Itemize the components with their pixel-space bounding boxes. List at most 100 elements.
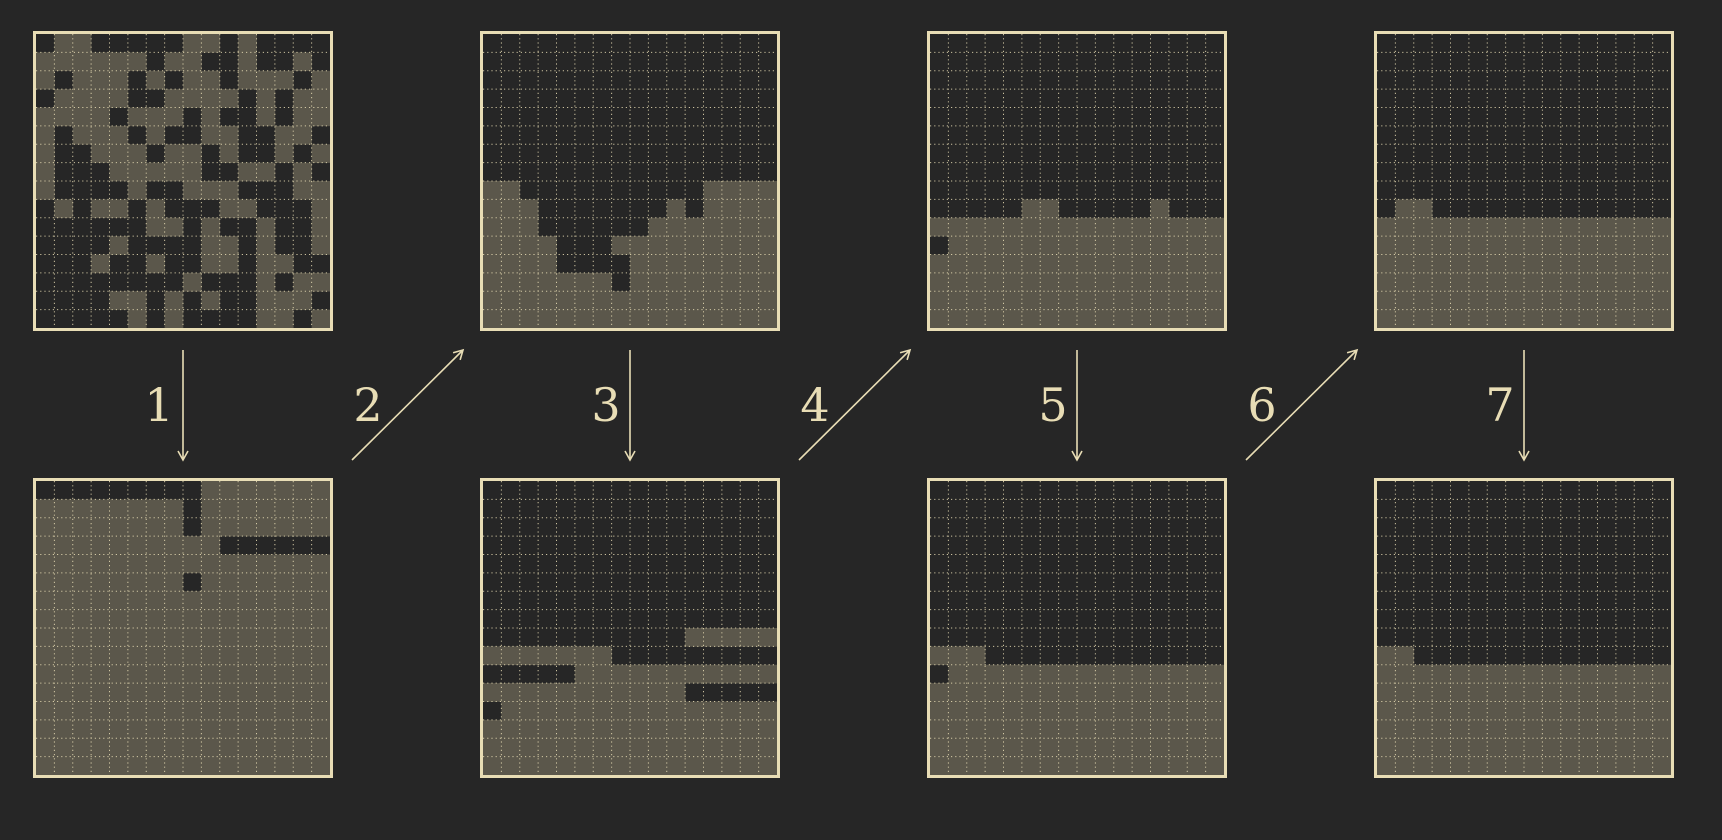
filled-cell xyxy=(1615,738,1635,757)
filled-cell xyxy=(966,701,986,721)
filled-cell xyxy=(109,144,129,163)
filled-cell xyxy=(256,481,276,500)
filled-cell xyxy=(593,701,612,721)
filled-cell xyxy=(1487,756,1506,776)
filled-cell xyxy=(948,719,968,739)
filled-cell xyxy=(1113,254,1133,274)
filled-cell xyxy=(1542,309,1562,329)
filled-cell xyxy=(293,554,312,574)
filled-cell xyxy=(1450,309,1470,329)
filled-cell xyxy=(1168,664,1188,684)
filled-cell xyxy=(1003,291,1023,310)
filled-cell xyxy=(274,683,294,702)
filled-cell xyxy=(1597,664,1617,684)
filled-cell xyxy=(930,719,949,739)
filled-cell xyxy=(1132,309,1151,329)
grid-panel xyxy=(33,478,333,778)
filled-cell xyxy=(201,481,221,500)
filled-cell xyxy=(1168,701,1188,721)
filled-cell xyxy=(311,499,331,519)
filled-cell xyxy=(666,291,686,310)
filled-cell xyxy=(274,70,294,90)
filled-cell xyxy=(1634,719,1653,739)
filled-cell xyxy=(293,125,312,145)
filled-cell xyxy=(54,572,74,592)
filled-cell xyxy=(930,683,949,702)
filled-cell xyxy=(1542,756,1562,776)
filled-cell xyxy=(1168,683,1188,702)
filled-cell xyxy=(238,683,257,702)
filled-cell xyxy=(256,254,276,274)
filled-cell xyxy=(703,199,723,219)
filled-cell xyxy=(556,738,576,757)
filled-cell xyxy=(1505,701,1525,721)
panel-frame xyxy=(33,478,333,778)
filled-cell xyxy=(127,628,147,647)
filled-cell xyxy=(1377,309,1396,329)
filled-cell xyxy=(72,517,92,537)
filled-cell xyxy=(1077,683,1096,702)
filled-cell xyxy=(1058,254,1078,274)
filled-cell xyxy=(1021,236,1041,255)
filled-cell xyxy=(91,646,110,666)
filled-cell xyxy=(201,181,221,200)
filled-cell xyxy=(183,272,202,292)
filled-cell xyxy=(930,272,949,292)
filled-cell xyxy=(109,664,129,684)
filled-cell xyxy=(1432,309,1451,329)
filled-cell xyxy=(630,254,649,274)
filled-cell xyxy=(685,628,704,647)
filled-cell xyxy=(36,554,55,574)
filled-cell xyxy=(593,719,612,739)
filled-cell xyxy=(966,309,986,329)
filled-cell xyxy=(274,572,294,592)
filled-cell xyxy=(1395,683,1415,702)
filled-cell xyxy=(1113,291,1133,310)
filled-cell xyxy=(274,481,294,500)
filled-cell xyxy=(483,272,502,292)
filled-cell xyxy=(1468,217,1488,237)
filled-cell xyxy=(109,738,129,757)
filled-cell xyxy=(238,609,257,629)
filled-cell xyxy=(740,199,759,219)
filled-cell xyxy=(1003,738,1023,757)
filled-cell xyxy=(146,125,165,145)
filled-cell xyxy=(72,499,92,519)
filled-cell xyxy=(311,591,331,610)
filled-cell xyxy=(183,34,202,53)
filled-cell xyxy=(501,217,521,237)
filled-cell xyxy=(740,628,759,647)
filled-cell xyxy=(219,181,239,200)
filled-cell xyxy=(91,628,110,647)
filled-cell xyxy=(238,738,257,757)
filled-cell xyxy=(238,481,257,500)
filled-cell xyxy=(630,236,649,255)
filled-cell xyxy=(311,609,331,629)
filled-cell xyxy=(593,756,612,776)
filled-cell xyxy=(1450,217,1470,237)
filled-cell xyxy=(238,52,257,72)
filled-cell xyxy=(293,517,312,537)
filled-cell xyxy=(685,217,704,237)
filled-cell xyxy=(1187,236,1206,255)
filled-cell xyxy=(1168,217,1188,237)
filled-cell xyxy=(36,70,55,90)
filled-cell xyxy=(183,664,202,684)
filled-cell xyxy=(574,683,594,702)
filled-cell xyxy=(54,554,74,574)
filled-cell xyxy=(1413,738,1433,757)
filled-cell xyxy=(1205,756,1225,776)
filled-cell xyxy=(219,683,239,702)
filled-cell xyxy=(1468,719,1488,739)
filled-cell xyxy=(127,536,147,555)
filled-cell xyxy=(721,272,741,292)
filled-cell xyxy=(127,52,147,72)
filled-cell xyxy=(483,291,502,310)
filled-cell xyxy=(164,591,184,610)
filled-cell xyxy=(127,107,147,127)
filled-cell xyxy=(685,664,704,684)
filled-cell xyxy=(703,738,723,757)
filled-cell xyxy=(127,701,147,721)
filled-cell xyxy=(146,719,165,739)
